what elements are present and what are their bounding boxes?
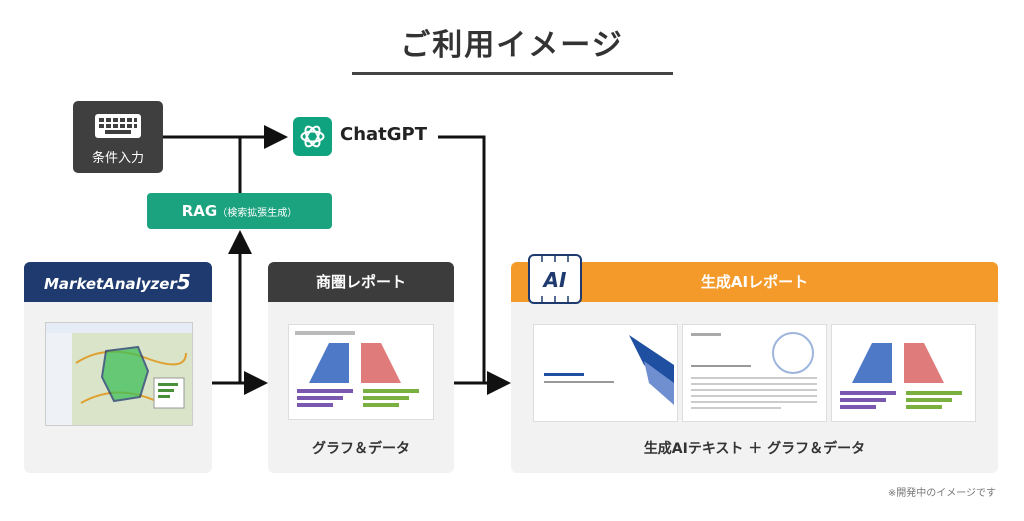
ai-report-cover-thumbnail (533, 324, 678, 422)
condition-input-box: 条件入力 (73, 101, 163, 173)
rag-label: RAG (181, 202, 218, 220)
ai-report-charts-thumbnail (831, 324, 976, 422)
market-analyzer-screenshot (45, 322, 193, 426)
chatgpt-label: ChatGPT (340, 124, 428, 145)
title-underline (352, 72, 673, 75)
ai-report-title: 生成AIレポート (511, 262, 998, 302)
page-title: ご利用イメージ (400, 28, 624, 63)
market-analyzer-header: MarketAnalyzer5 (24, 262, 212, 302)
condition-input-label: 条件入力 (91, 151, 144, 166)
keyboard-icon (95, 114, 141, 138)
market-analyzer-version: 5 (176, 270, 191, 294)
rag-box: RAG（検索拡張生成） (147, 193, 332, 229)
report-charts-image (295, 331, 419, 407)
trade-area-report-title: 商圏レポート (268, 262, 454, 302)
report-thumbnail (288, 324, 434, 420)
ai-chip-icon: AI (528, 254, 582, 304)
ai-report-card: 生成AIレポート 生成AIテキスト ＋ グラフ＆データ (511, 262, 998, 473)
trade-area-report-caption: グラフ＆データ (312, 441, 410, 457)
rag-sub-label: （検索拡張生成） (217, 208, 298, 219)
footnote: ※開発中のイメージです (887, 488, 996, 499)
ai-report-caption: 生成AIテキスト ＋ グラフ＆データ (643, 441, 866, 457)
map-screenshot-image (46, 323, 192, 425)
arrow-chatgpt-to-ai (438, 135, 511, 395)
ai-badge-text: AI (542, 268, 567, 292)
ai-report-text-thumbnail (682, 324, 827, 422)
chatgpt-logo-icon (293, 117, 332, 156)
market-analyzer-title: MarketAnalyzer (44, 275, 177, 293)
market-analyzer-card: MarketAnalyzer5 (24, 262, 212, 473)
trade-area-report-card: 商圏レポート グラフ＆データ (268, 262, 454, 473)
